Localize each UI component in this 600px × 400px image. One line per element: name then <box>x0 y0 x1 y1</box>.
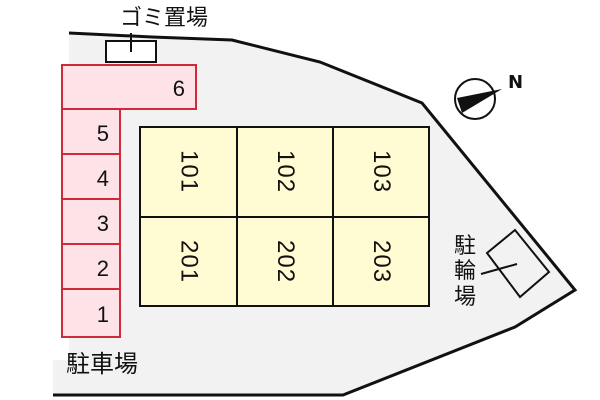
parking-space-4[interactable]: 4 <box>61 153 121 200</box>
room-201[interactable]: 201 <box>139 216 238 307</box>
room-number: 203 <box>368 239 395 284</box>
room-102[interactable]: 102 <box>236 126 334 218</box>
parking-space-6[interactable]: 6 <box>61 64 197 110</box>
room-number: 202 <box>272 239 299 284</box>
bicycle-shed-icon <box>480 228 551 299</box>
room-number: 103 <box>368 150 395 194</box>
bicycle-label-char: 場 <box>453 284 476 310</box>
parking-space-5[interactable]: 5 <box>61 108 121 155</box>
garbage-box-icon <box>105 33 157 63</box>
bicycle-label-char: 駐 <box>453 234 476 259</box>
bicycle-label-char: 輪 <box>453 259 476 285</box>
parking-label: 駐車場 <box>66 350 138 378</box>
room-number: 102 <box>272 150 299 194</box>
north-label: N <box>508 72 524 93</box>
bicycle-parking-label: 駐 輪 場 <box>453 234 477 310</box>
room-101[interactable]: 101 <box>139 126 238 218</box>
room-103[interactable]: 103 <box>332 126 430 218</box>
parking-space-2[interactable]: 2 <box>61 243 121 290</box>
room-number: 201 <box>175 239 203 284</box>
parking-space-3[interactable]: 3 <box>61 198 121 245</box>
room-number: 101 <box>175 150 203 194</box>
garbage-area-label: ゴミ置場 <box>120 6 209 31</box>
room-203[interactable]: 203 <box>332 216 430 307</box>
room-202[interactable]: 202 <box>236 216 334 307</box>
compass-north-icon <box>454 78 502 120</box>
parking-space-1[interactable]: 1 <box>61 288 121 338</box>
